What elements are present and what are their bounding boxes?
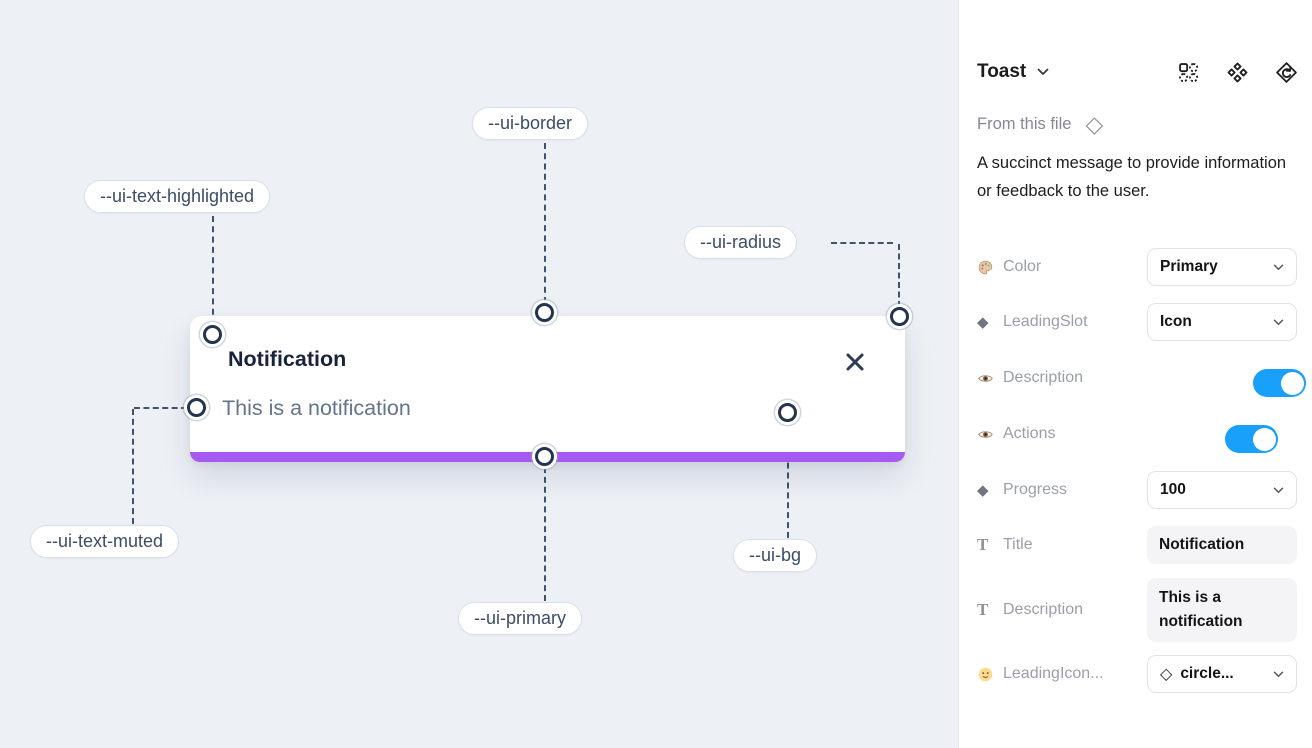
text-icon: T <box>977 535 989 554</box>
source-row: From this file ◇ <box>977 113 1103 136</box>
diamond-outline-icon: ◇ <box>1085 111 1104 137</box>
connector-node <box>535 303 554 322</box>
component-icon[interactable] <box>1226 61 1249 84</box>
color-select[interactable]: Primary <box>1147 248 1297 286</box>
eye-icon <box>977 370 1003 387</box>
var-chip-ui-text-highlighted[interactable]: --ui-text-highlighted <box>84 180 271 213</box>
prop-row-progress: ◆ Progress 100 <box>977 471 1299 509</box>
progress-select[interactable]: 100 <box>1147 471 1297 509</box>
progress-select-value: 100 <box>1160 481 1186 498</box>
toast-description: This is a notification <box>222 396 411 420</box>
source-label: From this file <box>977 115 1072 133</box>
component-description: A succinct message to provide informatio… <box>977 154 1287 200</box>
connector-node <box>535 447 554 466</box>
prop-label: Description <box>1003 369 1084 386</box>
prop-row-description-text: T Description This is a notification <box>977 577 1299 643</box>
prop-row-actions-toggle: Actions <box>977 415 1299 453</box>
palette-icon <box>977 259 1003 276</box>
component-name[interactable]: Toast <box>977 61 1027 82</box>
text-icon: T <box>977 600 989 619</box>
var-chip-ui-border[interactable]: --ui-border <box>472 107 589 140</box>
color-select-value: Primary <box>1160 258 1218 275</box>
prop-label: Color <box>1003 258 1042 275</box>
connector-line <box>544 143 546 303</box>
connector-node <box>778 403 797 422</box>
leadingslot-select[interactable]: Icon <box>1147 303 1297 341</box>
connector-line <box>544 467 546 601</box>
leadingicon-select[interactable]: ◇ circle... <box>1147 655 1297 693</box>
prop-label: Progress <box>1003 481 1068 498</box>
description-field[interactable]: This is a notification <box>1147 577 1297 643</box>
connector-line <box>212 216 214 325</box>
eye-icon <box>977 426 1003 443</box>
prop-label: Description <box>1003 601 1084 618</box>
description-toggle[interactable] <box>1253 369 1307 397</box>
chevron-down-icon[interactable] <box>1037 68 1049 76</box>
title-field[interactable]: Notification <box>1147 526 1297 564</box>
diamond-icon: ◆ <box>977 482 989 499</box>
connector-line <box>134 407 187 409</box>
var-chip-ui-radius[interactable]: --ui-radius <box>684 226 798 259</box>
toast-title: Notification <box>228 347 347 371</box>
prop-label: Title <box>1003 536 1033 553</box>
prop-label: Actions <box>1003 425 1056 442</box>
smiley-icon <box>977 666 1003 683</box>
connector-line <box>132 409 134 524</box>
chevron-down-icon <box>1273 487 1284 493</box>
prop-label: LeadingSlot <box>1003 313 1088 330</box>
panel-header: Toast <box>977 56 1298 88</box>
prop-row-description-toggle: Description <box>977 359 1307 397</box>
prop-row-color: Color Primary <box>977 248 1299 286</box>
connector-line <box>898 244 900 307</box>
prop-label: LeadingIcon... <box>1003 665 1104 682</box>
prop-row-leadingslot: ◆ LeadingSlot Icon <box>977 303 1299 341</box>
design-canvas[interactable]: Notification This is a notification --ui… <box>0 0 958 748</box>
chevron-down-icon <box>1273 671 1284 677</box>
connector-node <box>187 398 206 417</box>
toast-component-preview[interactable]: Notification This is a notification <box>190 316 905 462</box>
x-close-icon[interactable] <box>843 350 867 374</box>
diamond-icon: ◆ <box>977 314 989 331</box>
prop-row-title: T Title Notification <box>977 526 1299 564</box>
chevron-down-icon <box>1273 319 1284 325</box>
connector-line <box>787 423 789 538</box>
chevron-down-icon <box>1273 264 1284 270</box>
main-component-icon[interactable] <box>1275 61 1298 84</box>
diamond-outline-icon: ◇ <box>1160 666 1173 683</box>
prop-row-leadingicon: LeadingIcon... ◇ circle... <box>977 655 1299 693</box>
actions-toggle[interactable] <box>1225 425 1279 453</box>
connector-node <box>203 325 222 344</box>
var-chip-ui-bg[interactable]: --ui-bg <box>733 539 818 572</box>
connector-line <box>831 242 893 244</box>
properties-panel: Toast <box>958 0 1312 748</box>
leadingicon-select-value: circle... <box>1180 665 1234 682</box>
var-chip-ui-primary[interactable]: --ui-primary <box>458 602 582 635</box>
var-chip-ui-text-muted[interactable]: --ui-text-muted <box>30 525 180 558</box>
connector-node <box>890 307 909 326</box>
leadingslot-select-value: Icon <box>1160 313 1192 330</box>
variant-grid-icon[interactable] <box>1177 61 1200 84</box>
